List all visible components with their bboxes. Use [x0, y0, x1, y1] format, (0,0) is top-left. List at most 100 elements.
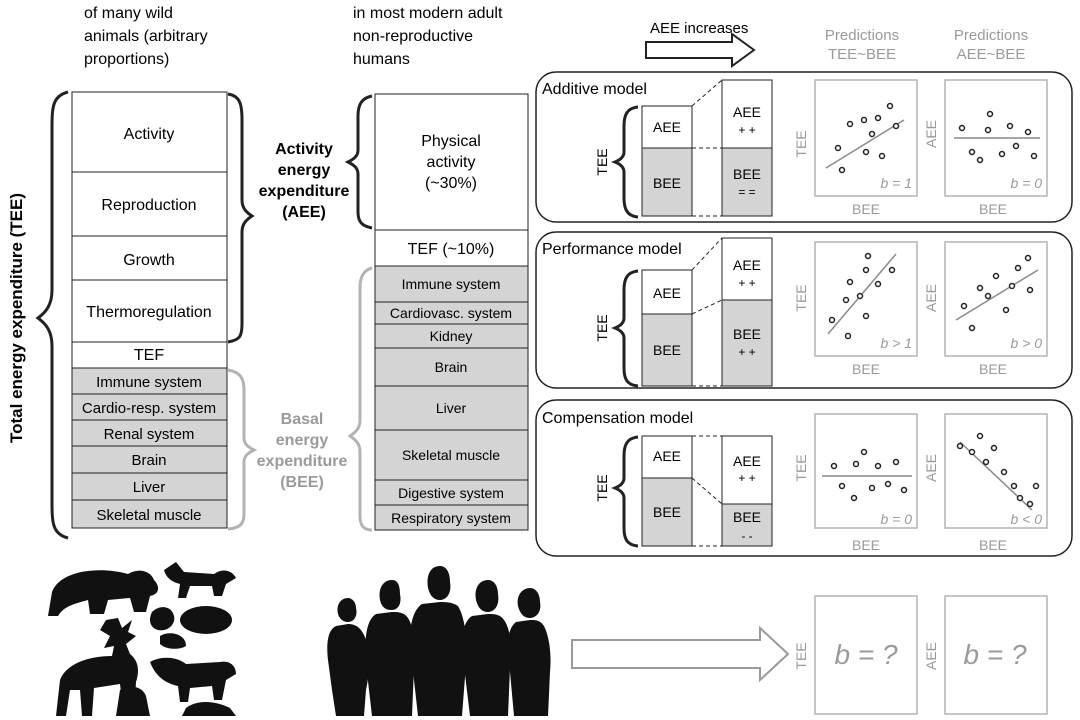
plot-ylabel-tee: TEE [793, 642, 809, 669]
bee-block-label: Liver [436, 400, 467, 416]
unknown-slope-aee: b = ? [963, 639, 1026, 670]
data-point [1006, 122, 1014, 130]
pred-tee-title-1: Predictions [825, 27, 899, 44]
data-point [958, 124, 966, 132]
performance-model-panel: Performance model TEE AEE BEE AEE + + BE… [535, 231, 1073, 389]
bee-label-3: expenditure [257, 453, 348, 470]
data-point [874, 114, 882, 122]
aee-brace [227, 92, 255, 344]
aee-box-label: AEE [733, 453, 761, 469]
bee-block-label: Liver [133, 479, 166, 496]
bee-box-label: BEE [653, 175, 681, 191]
bear-silhouette [48, 570, 159, 616]
bee-block-label: Brain [131, 452, 166, 469]
plot-xlabel-bee: BEE [852, 361, 880, 377]
bee-brace-b [347, 266, 373, 532]
bee-block-label: Digestive system [398, 485, 504, 501]
data-point [862, 312, 870, 320]
plot-points [834, 102, 900, 174]
hedgehog-silhouette [180, 606, 232, 634]
bee-box-label: BEE [653, 504, 681, 520]
thermoregulation-label: Thermoregulation [86, 304, 211, 321]
aee-increases-label: AEE increases [650, 20, 748, 37]
col-a-title-3: proportions) [84, 51, 169, 68]
tee-side-label: Total energy expenditure (TEE) [7, 193, 26, 443]
bee-block [374, 265, 529, 303]
data-point [1002, 306, 1010, 314]
bee-box [641, 313, 693, 387]
plot-xlabel-bee: BEE [979, 201, 1007, 217]
unknown-slope-tee: b = ? [834, 639, 897, 670]
aee-box-increased [721, 237, 773, 301]
slope-label: b = 0 [1010, 175, 1042, 191]
tee-bee-plot [814, 241, 918, 357]
data-point [1032, 482, 1040, 490]
aee-label-2: energy [278, 162, 331, 179]
tee-brace-small [610, 269, 639, 388]
data-point [976, 432, 984, 440]
bee-box-after [721, 503, 773, 547]
data-point [862, 148, 870, 156]
bee-block-label: Cardiovasc. system [390, 305, 512, 321]
aee-box-label: AEE [653, 448, 681, 464]
aee-increases-arrow [645, 32, 756, 68]
data-point [976, 284, 984, 292]
bee-block [71, 367, 228, 395]
data-point [874, 462, 882, 470]
slope-label: b > 1 [880, 335, 912, 351]
bee-block [71, 419, 228, 447]
data-point [984, 126, 992, 134]
tef-label-b: TEF (~10%) [408, 241, 495, 258]
col-a-title-2: animals (arbitrary [84, 28, 208, 45]
bee-box-label: BEE [733, 166, 761, 182]
person-silhouette [462, 580, 511, 716]
bee-brace-a [227, 368, 258, 531]
data-point [862, 266, 870, 274]
data-point [830, 462, 838, 470]
tee-bee-plot-unknown [814, 595, 918, 715]
data-point [888, 266, 896, 274]
data-point [860, 116, 868, 124]
aee-box-increased [721, 435, 773, 505]
aee-label-4: (AEE) [282, 204, 326, 221]
tee-bee-plot [814, 79, 918, 197]
aee-box-label: AEE [733, 104, 761, 120]
data-point [886, 102, 894, 110]
data-point [856, 292, 864, 300]
wolf-silhouette [150, 657, 236, 702]
aee-box-label: AEE [653, 119, 681, 135]
activity-block [71, 91, 228, 173]
tee-brace-small [610, 435, 639, 548]
column-c: AEE increases Predictions TEE~BEE Predic… [535, 20, 1073, 715]
data-point [968, 324, 976, 332]
tef-label: TEF [134, 347, 164, 364]
data-point [1008, 282, 1016, 290]
aee-bee-plot-unknown [944, 595, 1048, 715]
bee-block-label: Cardio-resp. system [82, 400, 216, 417]
column-a: of many wild animals (arbitrary proporti… [7, 5, 349, 540]
col-a-title-1: of many wild [84, 5, 173, 22]
bee-block [374, 347, 529, 387]
bee-block-label: Skeletal muscle [402, 447, 500, 463]
plot-ylabel-aee: AEE [923, 454, 939, 482]
plot-ylabel-aee: AEE [923, 284, 939, 312]
data-point [838, 482, 846, 490]
data-point [860, 448, 868, 456]
data-point [892, 122, 900, 130]
aee-box-increased [721, 79, 773, 149]
data-point [984, 292, 992, 300]
col-b-title-1: in most modern adult [353, 5, 503, 22]
rabbit-silhouette [160, 633, 186, 649]
bee-box-label: BEE [733, 509, 761, 525]
additive-model-panel: Additive model TEE AEE BEE AEE + + BEE =… [535, 71, 1073, 223]
plot-ylabel-tee: TEE [793, 130, 809, 157]
slope-label: b = 1 [880, 175, 912, 191]
data-point [968, 448, 976, 456]
bee-block [374, 323, 529, 349]
aee-box-label: AEE [733, 257, 761, 273]
reproduction-block [71, 171, 228, 237]
bee-change-mark: = = [738, 185, 755, 199]
data-point [1016, 494, 1024, 502]
data-point [1026, 500, 1034, 508]
data-point [878, 152, 886, 160]
